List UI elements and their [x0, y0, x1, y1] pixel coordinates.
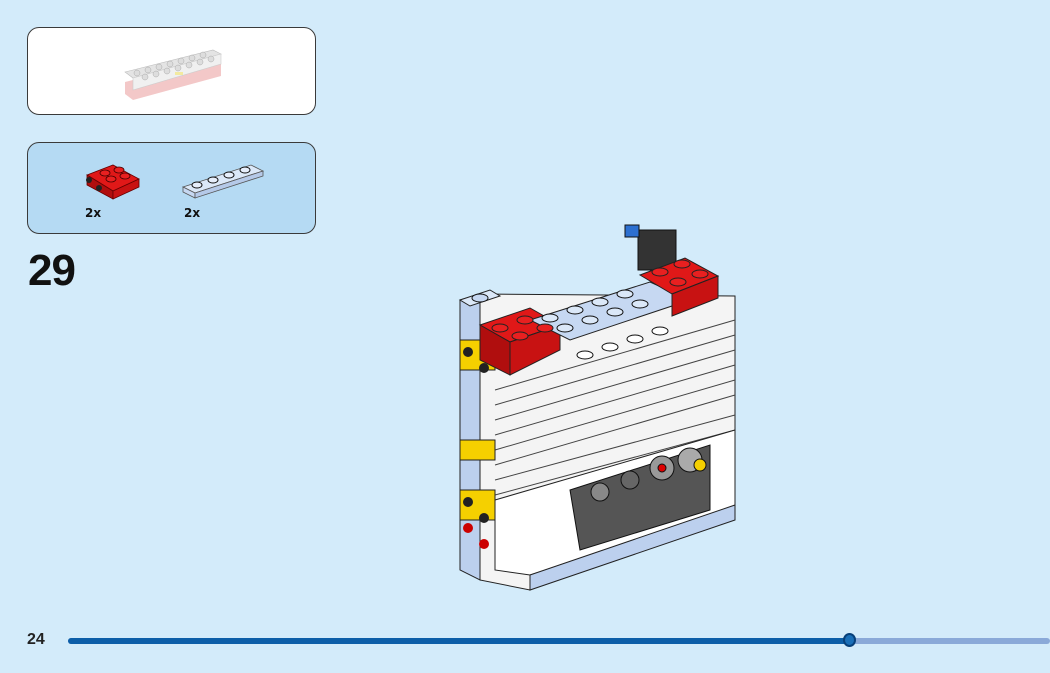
page-number: 24 [27, 631, 45, 648]
part-quantity: 2x [85, 206, 102, 220]
progress-bar [68, 633, 1050, 647]
progress-knob [842, 633, 856, 647]
step-number: 29 [28, 246, 76, 295]
sub-assembly-callout [27, 27, 316, 115]
parts-list-panel: 2x 2x [27, 142, 316, 234]
sub-assembly-image [124, 49, 222, 100]
red-plate-part-icon [86, 164, 140, 200]
model-illustration [458, 224, 736, 591]
part-quantity: 2x [184, 206, 201, 220]
progress-fill [68, 638, 849, 644]
blue-plate-part-icon [181, 164, 265, 199]
